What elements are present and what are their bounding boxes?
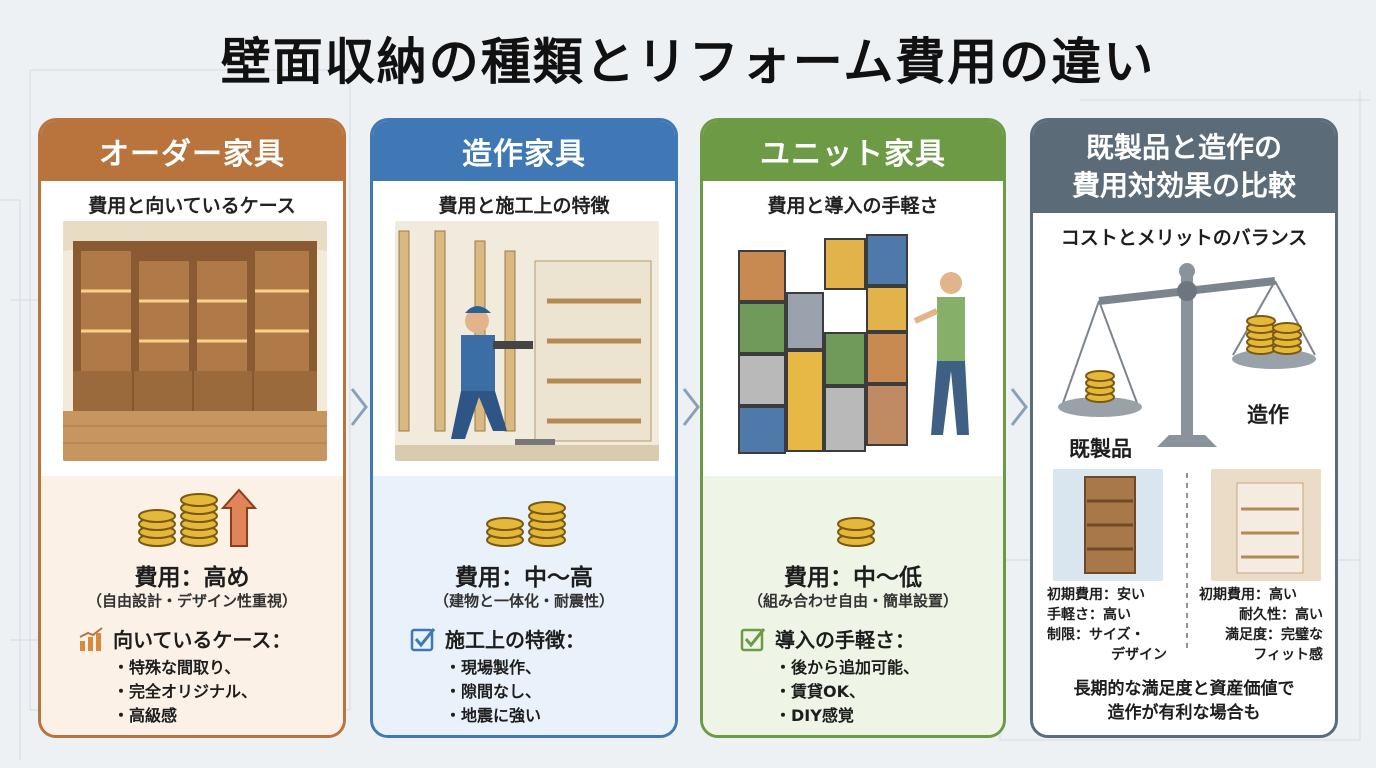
comparison-subtitle: コストとメリットのバランス <box>1060 227 1308 249</box>
feature-heading: 導入の手軽さ： <box>739 624 915 653</box>
ready-made-label: 既製品 <box>1069 437 1132 461</box>
coin-stacks-high-icon <box>138 488 258 547</box>
chevron-right-icon <box>682 388 700 426</box>
card-order-furniture: オーダー家具 費用と向いているケース <box>38 118 346 738</box>
custom-built-specs: 初期費用：高い 耐久性：高い 満足度：完璧な フィット感 <box>1199 585 1323 665</box>
card-header: ユニット家具 <box>703 121 1003 181</box>
feature-heading-label: 向いているケース： <box>113 628 292 652</box>
card-header: オーダー家具 <box>41 121 343 181</box>
conclusion-line1: 長期的な満足度と資産価値で <box>1073 679 1295 699</box>
page-title: 壁面収納の種類とリフォーム費用の違い <box>220 33 1156 91</box>
custom-shelving-illustration <box>63 221 327 461</box>
list-item: 賃貸OK、 <box>775 680 919 704</box>
comparison-conclusion: 長期的な満足度と資産価値で 造作が有利な場合も <box>1033 677 1335 725</box>
coin-stacks-medium-icon <box>486 501 566 547</box>
comparison-header: 既製品と造作の 費用対効果の比較 <box>1033 121 1335 213</box>
ready-made-shelf-image <box>1053 469 1163 581</box>
chevron-right-icon <box>350 388 368 426</box>
unit-cubes-illustration <box>725 221 989 461</box>
list-item: 現場製作、 <box>445 656 541 680</box>
list-item: 隙間なし、 <box>445 680 541 704</box>
comparison-title-line2: 費用対効果の比較 <box>1071 169 1296 202</box>
spec-line: 制限：サイズ・ <box>1047 627 1145 643</box>
spec-line: 手軽さ：高い <box>1047 607 1131 623</box>
checkbox-icon <box>410 627 436 651</box>
card-cost-section: 費用：高め （自由設計・デザイン性重視） 向いているケース： 特殊な間取り、 完… <box>41 476 343 735</box>
spec-line: 満足度：完璧な <box>1225 627 1323 643</box>
custom-built-label: 造作 <box>1247 403 1289 427</box>
card-subtitle: 費用と導入の手軽さ <box>767 195 939 217</box>
ready-made-specs: 初期費用：安い 手軽さ：高い 制限：サイズ・ デザイン <box>1047 585 1167 665</box>
card-built-in-furniture: 造作家具 費用と施工上の特徴 費用：中〜高 <box>370 118 678 738</box>
coin-stack-low-icon <box>837 517 875 547</box>
divider-dashed <box>1186 473 1188 653</box>
card-cost-section: 費用：中〜低 （組み合わせ自由・簡単設置） 導入の手軽さ： 後から追加可能、 賃… <box>703 476 1003 735</box>
card-header: 造作家具 <box>373 121 675 181</box>
list-item: 完全オリジナル、 <box>113 680 257 704</box>
card-subtitle: 費用と施工上の特徴 <box>438 195 610 217</box>
card-subtitle: 費用と向いているケース <box>88 195 296 217</box>
spec-line: 耐久性：高い <box>1239 607 1323 623</box>
cost-note: （自由設計・デザイン性重視） <box>86 592 297 610</box>
spec-line: 初期費用：安い <box>1047 587 1145 603</box>
balance-scale-icon <box>1058 263 1316 447</box>
feature-list: 現場製作、 隙間なし、 地震に強い <box>445 656 541 728</box>
spec-line: 初期費用：高い <box>1199 587 1297 603</box>
card-cost-section: 費用：中〜高 （建物と一体化・耐震性） 施工上の特徴： 現場製作、 隙間なし、 … <box>373 476 675 735</box>
list-item: DIY感覚 <box>775 704 919 728</box>
feature-heading: 施工上の特徴： <box>409 624 585 653</box>
card-comparison: 既製品と造作の 費用対効果の比較 コストとメリットのバランス 既製品 造作 <box>1030 118 1338 738</box>
chevron-right-icon <box>1010 388 1028 426</box>
cost-level: 費用：中〜低 <box>784 565 922 591</box>
cost-note: （建物と一体化・耐震性） <box>433 592 614 610</box>
spec-line: フィット感 <box>1253 647 1323 663</box>
carpenter-illustration <box>395 221 659 461</box>
comparison-title-line1: 既製品と造作の <box>1085 131 1282 164</box>
list-item: 高級感 <box>113 704 257 728</box>
feature-heading-label: 施工上の特徴： <box>445 628 585 652</box>
feature-list: 特殊な間取り、 完全オリジナル、 高級感 <box>113 656 257 728</box>
spec-line: デザイン <box>1111 647 1167 663</box>
list-item: 特殊な間取り、 <box>113 656 257 680</box>
custom-built-shelf-image <box>1211 469 1321 581</box>
checkbox-icon <box>740 627 766 651</box>
conclusion-line2: 造作が有利な場合も <box>1107 703 1261 723</box>
chart-up-icon <box>79 626 103 651</box>
card-unit-furniture: ユニット家具 費用と導入の手軽さ <box>700 118 1006 738</box>
cost-note: （組み合わせ自由・簡単設置） <box>747 592 958 610</box>
list-item: 地震に強い <box>445 704 541 728</box>
cost-level: 費用：高め <box>134 565 250 591</box>
feature-heading: 向いているケース： <box>77 624 291 653</box>
list-item: 後から追加可能、 <box>775 656 919 680</box>
feature-heading-label: 導入の手軽さ： <box>775 628 915 652</box>
cost-level: 費用：中〜高 <box>455 565 593 591</box>
feature-list: 後から追加可能、 賃貸OK、 DIY感覚 <box>775 656 919 728</box>
